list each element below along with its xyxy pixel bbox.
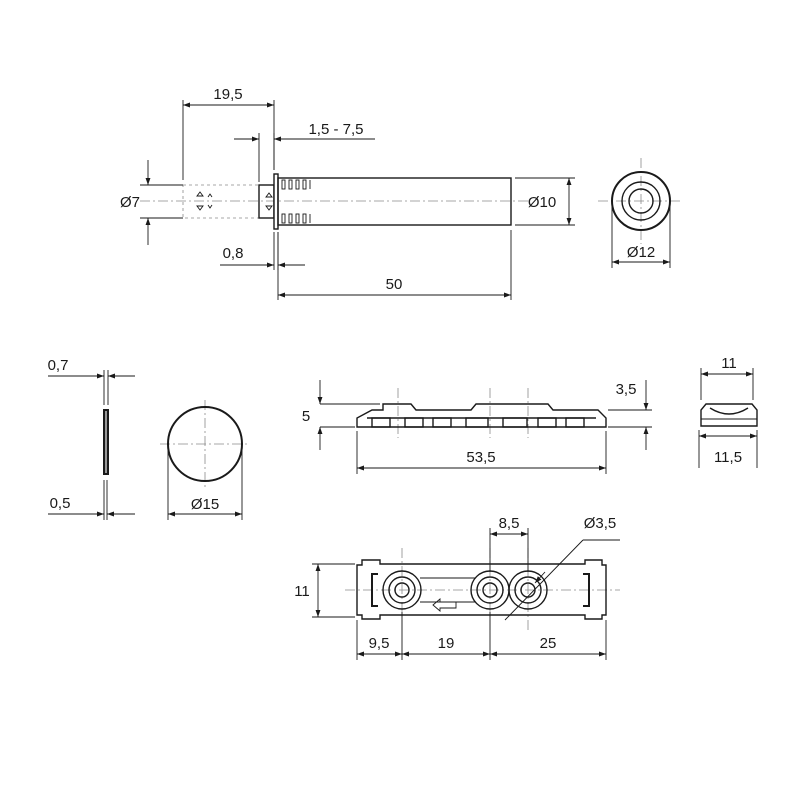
boss-right-mid [514, 576, 542, 604]
holder-plan-view: 11 8,5 Ø3,5 9,5 19 25 [294, 515, 620, 660]
hole-diameter-leader [504, 539, 584, 621]
dim-hole-diameter: Ø3,5 [584, 515, 617, 532]
dim-ring-diameter: Ø12 [627, 244, 655, 261]
dim-body-length: 50 [386, 276, 403, 293]
ring-inner [628, 188, 654, 214]
dim-hole-spacing-small: 8,5 [499, 515, 520, 532]
dim-plate-thickness-outer: 0,7 [48, 357, 69, 374]
dim-hole-offset-left: 9,5 [369, 635, 390, 652]
boss-left-hole [394, 582, 410, 598]
holder-profile [356, 403, 607, 428]
dim-stroke-range: 1,5 - 7,5 [308, 121, 363, 138]
ring-outer [611, 171, 671, 231]
boss-mid-hole [482, 582, 498, 598]
strike-plate-front-view: Ø15 [160, 400, 250, 520]
plate-disc [167, 406, 243, 482]
dim-holder-width-bottom: 11,5 [714, 449, 742, 466]
direction-arrow-icon [432, 598, 457, 612]
body-ribs [281, 179, 311, 224]
holder-side-view: 5 3,5 53,5 [302, 380, 652, 474]
dim-holder-width-top: 11 [721, 355, 737, 372]
dim-holder-length: 53,5 [466, 449, 495, 466]
dim-holder-step: 3,5 [616, 381, 637, 398]
plate-edge [103, 409, 109, 475]
latch-body [277, 177, 512, 226]
dim-body-diameter: Ø10 [528, 194, 556, 211]
pin-stub [258, 184, 275, 219]
holder-feet [367, 417, 596, 428]
dim-hole-spacing-mid: 19 [438, 635, 455, 652]
boss-left-outer [382, 570, 422, 610]
holder-end-profile [700, 403, 758, 427]
bracket-right [583, 573, 590, 607]
boss-mid-mid [476, 576, 504, 604]
dim-pin-length: 19,5 [213, 86, 242, 103]
holder-plan-outline [356, 559, 607, 620]
pin-extended-outline [182, 184, 275, 219]
dim-hole-offset-right: 25 [540, 635, 557, 652]
push-latch-side-view: 19,5 1,5 - 7,5 Ø7 Ø10 0,8 50 [120, 86, 575, 300]
holder-end-view: 11 11,5 [698, 355, 758, 468]
dim-plate-diameter: Ø15 [191, 496, 219, 513]
pin-stub-arrows [265, 192, 273, 211]
strike-plate-side-view: 0,7 0,5 [48, 357, 135, 520]
dim-holder-height: 5 [302, 408, 310, 425]
dim-flange-thickness: 0,8 [223, 245, 244, 262]
boss-left-mid [388, 576, 416, 604]
dim-holder-plan-width: 11 [294, 583, 310, 600]
bracket-left [371, 573, 378, 607]
holder-end-groove [709, 407, 749, 415]
end-ring-view: Ø12 [598, 158, 683, 268]
dim-plate-thickness-inner: 0,5 [50, 495, 71, 512]
dim-pin-diameter: Ø7 [120, 194, 140, 211]
pin-arrow-marks [196, 191, 213, 211]
ring-middle [621, 181, 661, 221]
